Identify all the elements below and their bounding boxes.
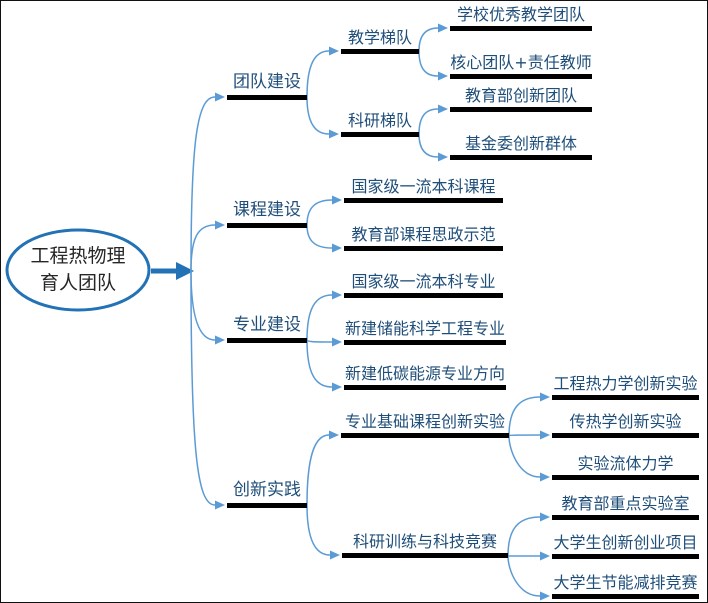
connector-root-to-major-building: [190, 270, 225, 345]
connector-team-to-teaching-echelon: [306, 46, 339, 98]
branch-team-building[interactable]: 团队建设: [227, 69, 307, 100]
node-basic-course-innovation-experiments[interactable]: 专业基础课程创新实验: [341, 408, 509, 438]
connector-teaching-to-core-team: [418, 50, 448, 81]
connector-course-to-ideology-demo: [306, 224, 342, 253]
leaf-engineering-thermodynamics-innovation-experiment[interactable]: 工程热力学创新实验: [552, 371, 699, 400]
leaf-moe-key-laboratory-label: 教育部重点实验室: [561, 493, 690, 513]
leaf-school-excellent-teaching-team-label: 学校优秀教学团队: [456, 4, 585, 24]
root-label-line1: 工程热物理: [30, 245, 126, 268]
leaf-nsfc-innovation-group-label: 基金委创新群体: [464, 133, 577, 153]
root-arrow: [151, 262, 194, 280]
leaf-engineering-thermodynamics-label: 工程热力学创新实验: [553, 373, 698, 393]
leaf-moe-innovation-team-label: 教育部创新团队: [464, 85, 577, 105]
node-research-training-competitions-label: 科研训练与科技竞赛: [352, 531, 497, 551]
connector-major-to-low-carbon: [306, 339, 342, 392]
node-teaching-echelon[interactable]: 教学梯队: [341, 24, 419, 54]
node-research-training-competitions[interactable]: 科研训练与科技竞赛: [342, 528, 508, 558]
branch-course-building-label: 课程建设: [233, 200, 301, 221]
leaf-student-innovation-entrepreneurship-project[interactable]: 大学生创新创业项目: [552, 530, 699, 559]
branch-major-building[interactable]: 专业建设: [227, 312, 307, 343]
connector-training-to-moe-lab: [507, 512, 550, 557]
connector-root-to-innovation-practice: [190, 270, 225, 510]
leaf-national-first-class-major-label: 国家级一流本科专业: [351, 271, 496, 291]
leaf-heat-transfer-innovation-experiment[interactable]: 传热学创新实验: [552, 409, 699, 438]
leaf-nsfc-innovation-group[interactable]: 基金委创新群体: [450, 131, 592, 160]
branch-course-building[interactable]: 课程建设: [227, 197, 307, 228]
leaf-core-team-responsible-teachers[interactable]: 核心团队+责任教师: [450, 50, 592, 79]
root-ellipse: [5, 228, 151, 312]
leaf-national-first-class-course[interactable]: 国家级一流本科课程: [344, 173, 503, 203]
node-research-echelon[interactable]: 科研梯队: [341, 107, 419, 137]
connector-training-to-energy-saving: [507, 555, 550, 601]
connector-team-to-research-echelon: [306, 96, 339, 139]
node-teaching-echelon-label: 教学梯队: [347, 27, 412, 47]
leaf-core-team-responsible-teachers-label: 核心团队+责任教师: [450, 52, 592, 72]
leaf-heat-transfer-label: 传热学创新实验: [569, 411, 682, 431]
connector-basicexp-to-fluid-mechanics: [508, 435, 550, 482]
leaf-moe-key-laboratory[interactable]: 教育部重点实验室: [552, 491, 699, 520]
connector-major-to-national-major: [306, 290, 342, 341]
leaf-national-first-class-major[interactable]: 国家级一流本科专业: [344, 268, 503, 298]
connector-major-to-energy-storage: [306, 337, 342, 347]
branch-innovation-practice[interactable]: 创新实践: [227, 477, 307, 508]
connector-course-to-national-course: [306, 195, 342, 226]
root-label-line2: 育人团队: [39, 272, 116, 294]
root-node[interactable]: 工程热物理 育人团队: [7, 241, 149, 299]
connector-basicexp-to-heat-transfer: [508, 430, 550, 440]
leaf-new-low-carbon-energy-direction[interactable]: 新建低碳能源专业方向: [344, 360, 506, 390]
leaf-experimental-fluid-mechanics-label: 实验流体力学: [577, 453, 674, 473]
leaf-school-excellent-teaching-team[interactable]: 学校优秀教学团队: [450, 2, 592, 31]
branch-team-building-label: 团队建设: [233, 72, 301, 93]
node-research-echelon-label: 科研梯队: [347, 110, 412, 130]
leaf-national-first-class-course-label: 国家级一流本科课程: [351, 176, 496, 196]
connector-research-to-nsfc-group: [418, 133, 448, 162]
connector-research-to-moe-team: [418, 104, 448, 135]
leaf-student-energy-saving-label: 大学生节能减排竞赛: [553, 572, 698, 592]
leaf-moe-course-ideology-demo[interactable]: 教育部课程思政示范: [344, 221, 503, 251]
leaf-moe-course-ideology-demo-label: 教育部课程思政示范: [351, 224, 496, 244]
leaf-new-energy-storage-major-label: 新建储能科学工程专业: [344, 318, 505, 338]
branch-innovation-practice-label: 创新实践: [233, 480, 301, 501]
connector-basicexp-to-thermodynamics: [508, 392, 550, 437]
leaf-new-low-carbon-energy-direction-label: 新建低碳能源专业方向: [344, 363, 505, 383]
leaf-student-energy-saving-competition[interactable]: 大学生节能减排竞赛: [552, 570, 699, 599]
branch-major-building-label: 专业建设: [233, 315, 301, 336]
leaf-student-innovation-project-label: 大学生创新创业项目: [553, 532, 698, 552]
connector-teaching-to-school-team: [418, 23, 448, 52]
leaf-new-energy-storage-major[interactable]: 新建储能科学工程专业: [344, 315, 506, 345]
node-basic-course-innovation-experiments-label: 专业基础课程创新实验: [344, 411, 505, 431]
leaf-moe-innovation-team[interactable]: 教育部创新团队: [450, 83, 592, 112]
connector-innovation-to-research-training: [306, 504, 340, 560]
leaf-experimental-fluid-mechanics[interactable]: 实验流体力学: [552, 451, 699, 480]
connector-root-to-team-building: [190, 92, 225, 272]
connector-root-to-course-building: [190, 220, 225, 272]
connector-innovation-to-basic-experiments: [306, 430, 339, 506]
